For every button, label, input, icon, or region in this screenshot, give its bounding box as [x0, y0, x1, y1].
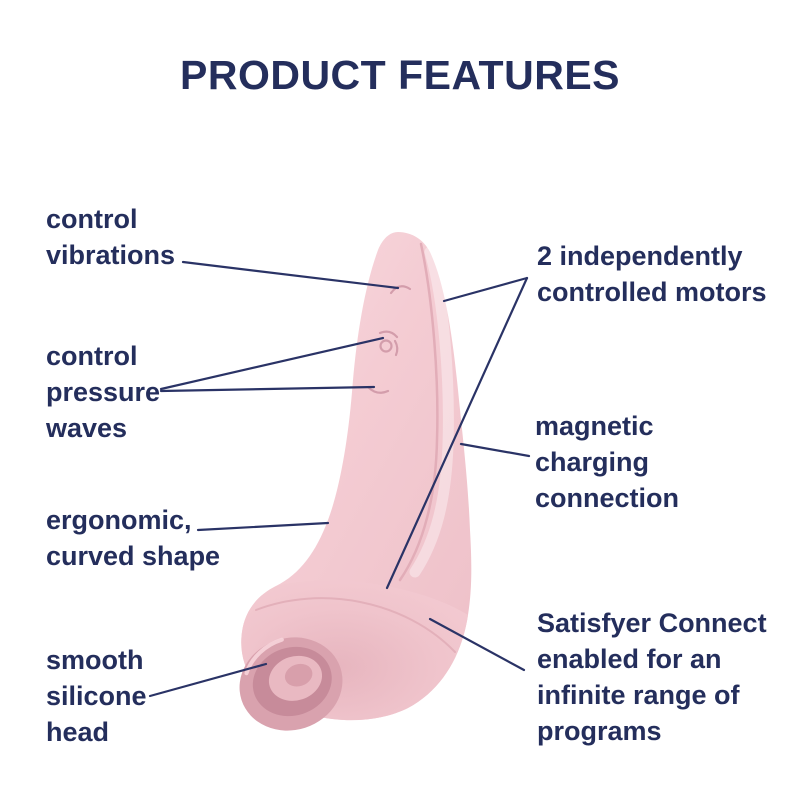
vibration-button-icon	[389, 285, 412, 295]
device-crease-line	[398, 242, 439, 582]
label-satisfyer-connect: Satisfyer Connect enabled for an infinit…	[537, 608, 767, 746]
label-control-pressure-waves: control pressure waves	[46, 341, 161, 443]
leader-line-motors-upper	[442, 276, 529, 303]
label-independently-controlled-motors: 2 independently controlled motors	[537, 241, 767, 307]
label-magnetic-charging-connection: magnetic charging connection	[535, 411, 680, 513]
device-head-seam	[255, 597, 456, 653]
label-smooth-silicone-head: smooth silicone head	[46, 645, 147, 747]
page-title: PRODUCT FEATURES	[179, 52, 621, 98]
leader-line-magnetic	[459, 442, 531, 458]
device-suction-opening	[239, 637, 343, 731]
label-ergonomic-curved-shape: ergonomic, curved shape	[46, 505, 221, 571]
leader-line-pressure-upper	[159, 336, 385, 391]
leader-line-control-vibrations	[181, 260, 400, 290]
leader-line-ergonomic	[196, 521, 330, 532]
label-control-vibrations: control vibrations	[46, 204, 176, 270]
device-side-highlight	[409, 246, 454, 578]
leader-line-connect	[428, 617, 526, 672]
leader-line-motors-lower	[385, 276, 529, 590]
vibration-down-button-icon	[366, 385, 390, 394]
leader-line-pressure-lower	[159, 385, 376, 393]
leader-line-smooth-head	[148, 662, 268, 698]
pressure-wave-button-icon	[378, 330, 399, 357]
